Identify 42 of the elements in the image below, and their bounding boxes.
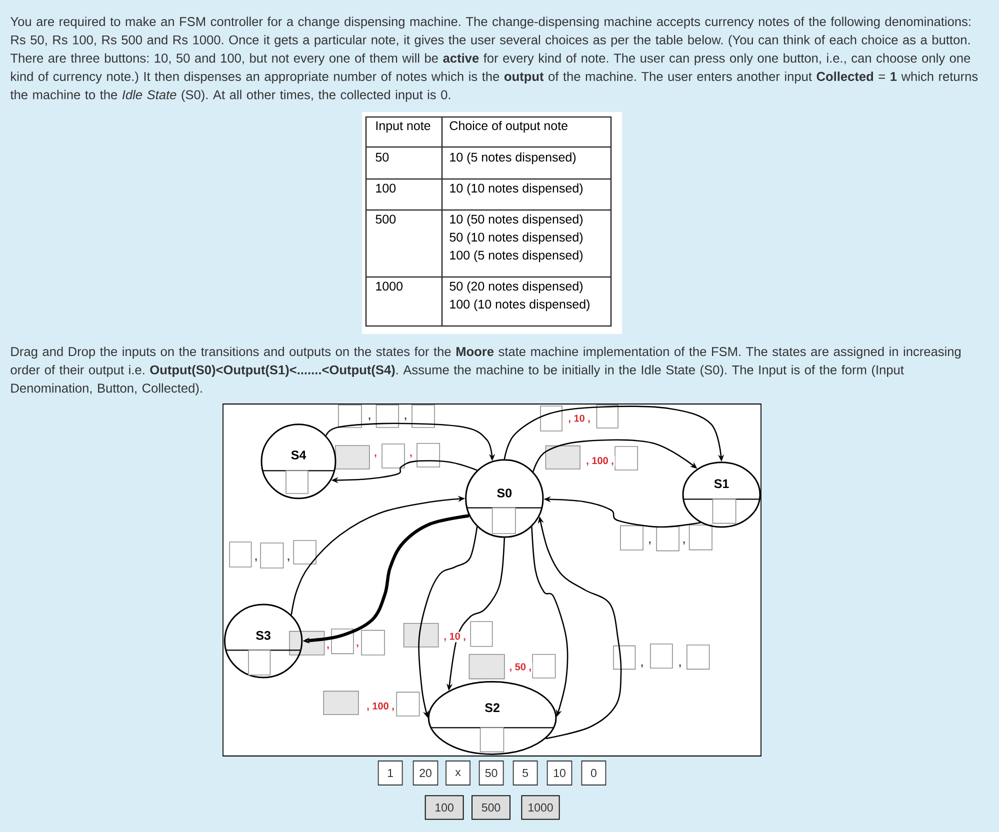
comma: , xyxy=(327,646,329,650)
drag-token: 5 xyxy=(512,760,538,786)
table-entry: 10 (50 notes dispensed) xyxy=(450,214,583,226)
edge-label: , 100 , xyxy=(366,701,396,712)
column-header: Choice of output note xyxy=(450,120,568,133)
edge-label: , 10 , xyxy=(442,632,467,642)
comma: , xyxy=(255,558,257,562)
table-entry: 100 xyxy=(376,184,396,193)
table-entry: 50 (10 notes dispensed) xyxy=(450,232,583,244)
edge-label: , 50 , xyxy=(508,662,533,673)
drag-token: 10 xyxy=(546,760,572,786)
comma: , xyxy=(368,417,370,421)
comma: , xyxy=(356,644,358,648)
table-entry: 100 (5 notes dispensed) xyxy=(450,250,583,262)
table-entry: 10 (10 notes dispensed) xyxy=(450,183,583,196)
comma: , xyxy=(404,417,406,421)
table-entry: 100 (10 notes dispensed) xyxy=(450,299,590,312)
paragraph: Drag and Drop the inputs on the transitions and outputs on the states for the Moore state machine implementation of the FSM. The states are assigned in increasing order of their output i.e. Output(S0)<Output(S1)<.......<Output(S4). Assume the machine to be initially in the Idle State (S0). The Input is of the form (Input Denomination, Button, Collected). xyxy=(10,346,961,396)
drag-token: 1 xyxy=(378,760,403,786)
comma: , xyxy=(679,664,681,668)
table-entry: 50 (20 notes dispensed) xyxy=(450,281,583,294)
comma: , xyxy=(374,454,376,458)
drag-token: 20 xyxy=(412,760,438,786)
table-entry: 500 xyxy=(376,214,396,224)
column-header: Input note xyxy=(376,121,430,133)
drag-token: 0 xyxy=(581,760,606,786)
drag-token: 50 xyxy=(478,760,504,786)
table-entry: 10 (5 notes dispensed) xyxy=(450,152,576,164)
comma: , xyxy=(288,558,290,562)
comma: , xyxy=(683,541,685,545)
comma: , xyxy=(649,541,651,545)
drag-token: x xyxy=(446,760,470,786)
edge-label: , 10 , xyxy=(567,414,592,424)
table-entry: 50 xyxy=(376,152,389,162)
paragraph: You are required to make an FSM controller for a change dispensing machine. The change-dispensing machine accepts currency notes of the following denominations: Rs 50, Rs 100, Rs 500 and Rs 1000. Once it gets a particular note, it gives the user several choices as per the table below. (You can think of each choice as a button. There are three buttons: 10, 50 and 100, but not every one of them will be active for every kind of note. The user can press only one button, i.e., can choose only one kind of currency note.) It then dispenses an appropriate number of notes which is the output of the machine. The user enters another input Collected = 1 which returns the machine to the Idle State (S0). At all other times, the collected input is 0. xyxy=(10,16,978,102)
edge-label: , 100 , xyxy=(585,456,615,467)
comma: , xyxy=(410,454,412,458)
comma: , xyxy=(641,664,643,668)
drag-token: 100 xyxy=(424,795,464,820)
drag-token: 500 xyxy=(472,795,510,820)
table-entry: 1000 xyxy=(376,282,403,291)
drag-token: 1000 xyxy=(521,795,560,820)
